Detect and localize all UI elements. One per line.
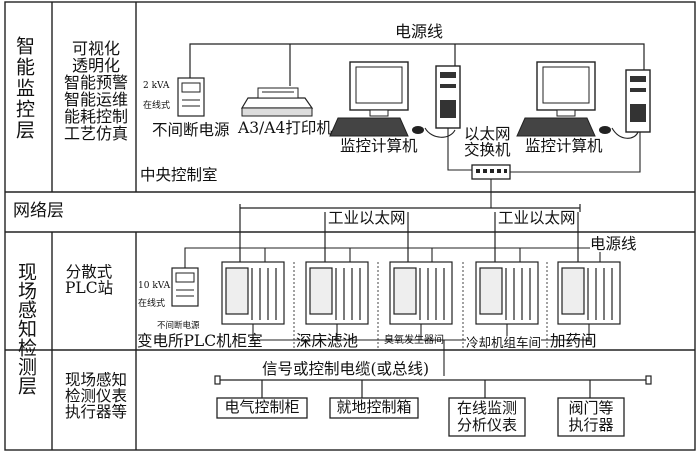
- room-label: 加药间: [550, 332, 597, 350]
- field-box-valve: [557, 397, 625, 437]
- field-box-label: 在线监测 分析仪表: [456, 399, 517, 434]
- computer-icon-right: [516, 61, 651, 137]
- layer-label-intelligent: 智能监控层: [13, 36, 35, 141]
- control-room-label: 中央控制室: [140, 166, 218, 184]
- computer-icon-left: [329, 61, 461, 137]
- feature-item: 工艺仿真: [63, 124, 128, 143]
- plc-power-line-label: 电源线: [590, 235, 637, 253]
- feature-list: 可视化 透明化 智能预警 智能运维 能耗控制 工艺仿真: [57, 40, 135, 142]
- ethernet-switch-icon: [471, 164, 511, 180]
- ups-mode-plc: 在线式: [138, 299, 166, 309]
- field-box-local: [329, 397, 419, 419]
- plc-cabinet-4: [475, 261, 539, 325]
- feature-item: 透明化: [71, 56, 120, 75]
- monitor-pc-left-label: 监控计算机: [340, 137, 418, 155]
- plc-cabinet-1: [221, 261, 285, 325]
- ups-icon-top: [177, 77, 205, 117]
- ups-icon-plc: [171, 267, 199, 307]
- ups-rating-top: 2 kVA: [143, 81, 170, 91]
- ups-label-top: 不间断电源: [152, 121, 230, 139]
- feature-item: 可视化: [71, 39, 120, 58]
- field-box-label: 阀门等 执行器: [568, 399, 614, 434]
- room-label: 深床滤池: [296, 332, 359, 350]
- room-label: 变电所PLC机柜室: [137, 332, 263, 350]
- bus-label: 信号或控制电缆(或总线): [262, 360, 430, 378]
- field-box-label: 电气控制柜: [224, 398, 300, 416]
- room-label: 臭氧发生器间: [384, 335, 444, 346]
- plc-station-label: 分散式 PLC站: [65, 263, 114, 297]
- ethernet-label-left: 工业以太网: [328, 209, 406, 227]
- monitor-pc-right-label: 监控计算机: [525, 137, 603, 155]
- layer-label-network: 网络层: [13, 201, 64, 221]
- printer-label: A3/A4打印机: [238, 119, 332, 137]
- ups-rating-plc: 10 kVA: [138, 281, 171, 291]
- room-label: 冷却机组车间: [466, 335, 542, 350]
- layer-label-field: 现场感知检测层: [15, 262, 37, 395]
- feature-item: 能耗控制: [63, 107, 128, 126]
- printer-icon: [240, 87, 314, 117]
- field-box-label: 就地控制箱: [336, 398, 412, 416]
- field-box-electrical: [216, 397, 308, 419]
- ethernet-label-right: 工业以太网: [498, 209, 576, 227]
- plc-cabinet-3: [389, 261, 453, 325]
- ups-mode-top: 在线式: [143, 101, 171, 111]
- field-box-analyzer: [448, 397, 526, 437]
- feature-item: 智能预警: [63, 73, 128, 92]
- ups-label-plc: 不间断电源: [157, 321, 200, 331]
- feature-item: 智能运维: [63, 90, 128, 109]
- field-layer-label: 现场感知 检测仪表 执行器等: [64, 371, 127, 421]
- outer-frame: [4, 1, 696, 451]
- switch-label: 以太网 交换机: [464, 125, 511, 159]
- plc-cabinet-2: [305, 261, 369, 325]
- plc-cabinet-5: [557, 261, 621, 325]
- power-line-label: 电源线: [395, 22, 444, 41]
